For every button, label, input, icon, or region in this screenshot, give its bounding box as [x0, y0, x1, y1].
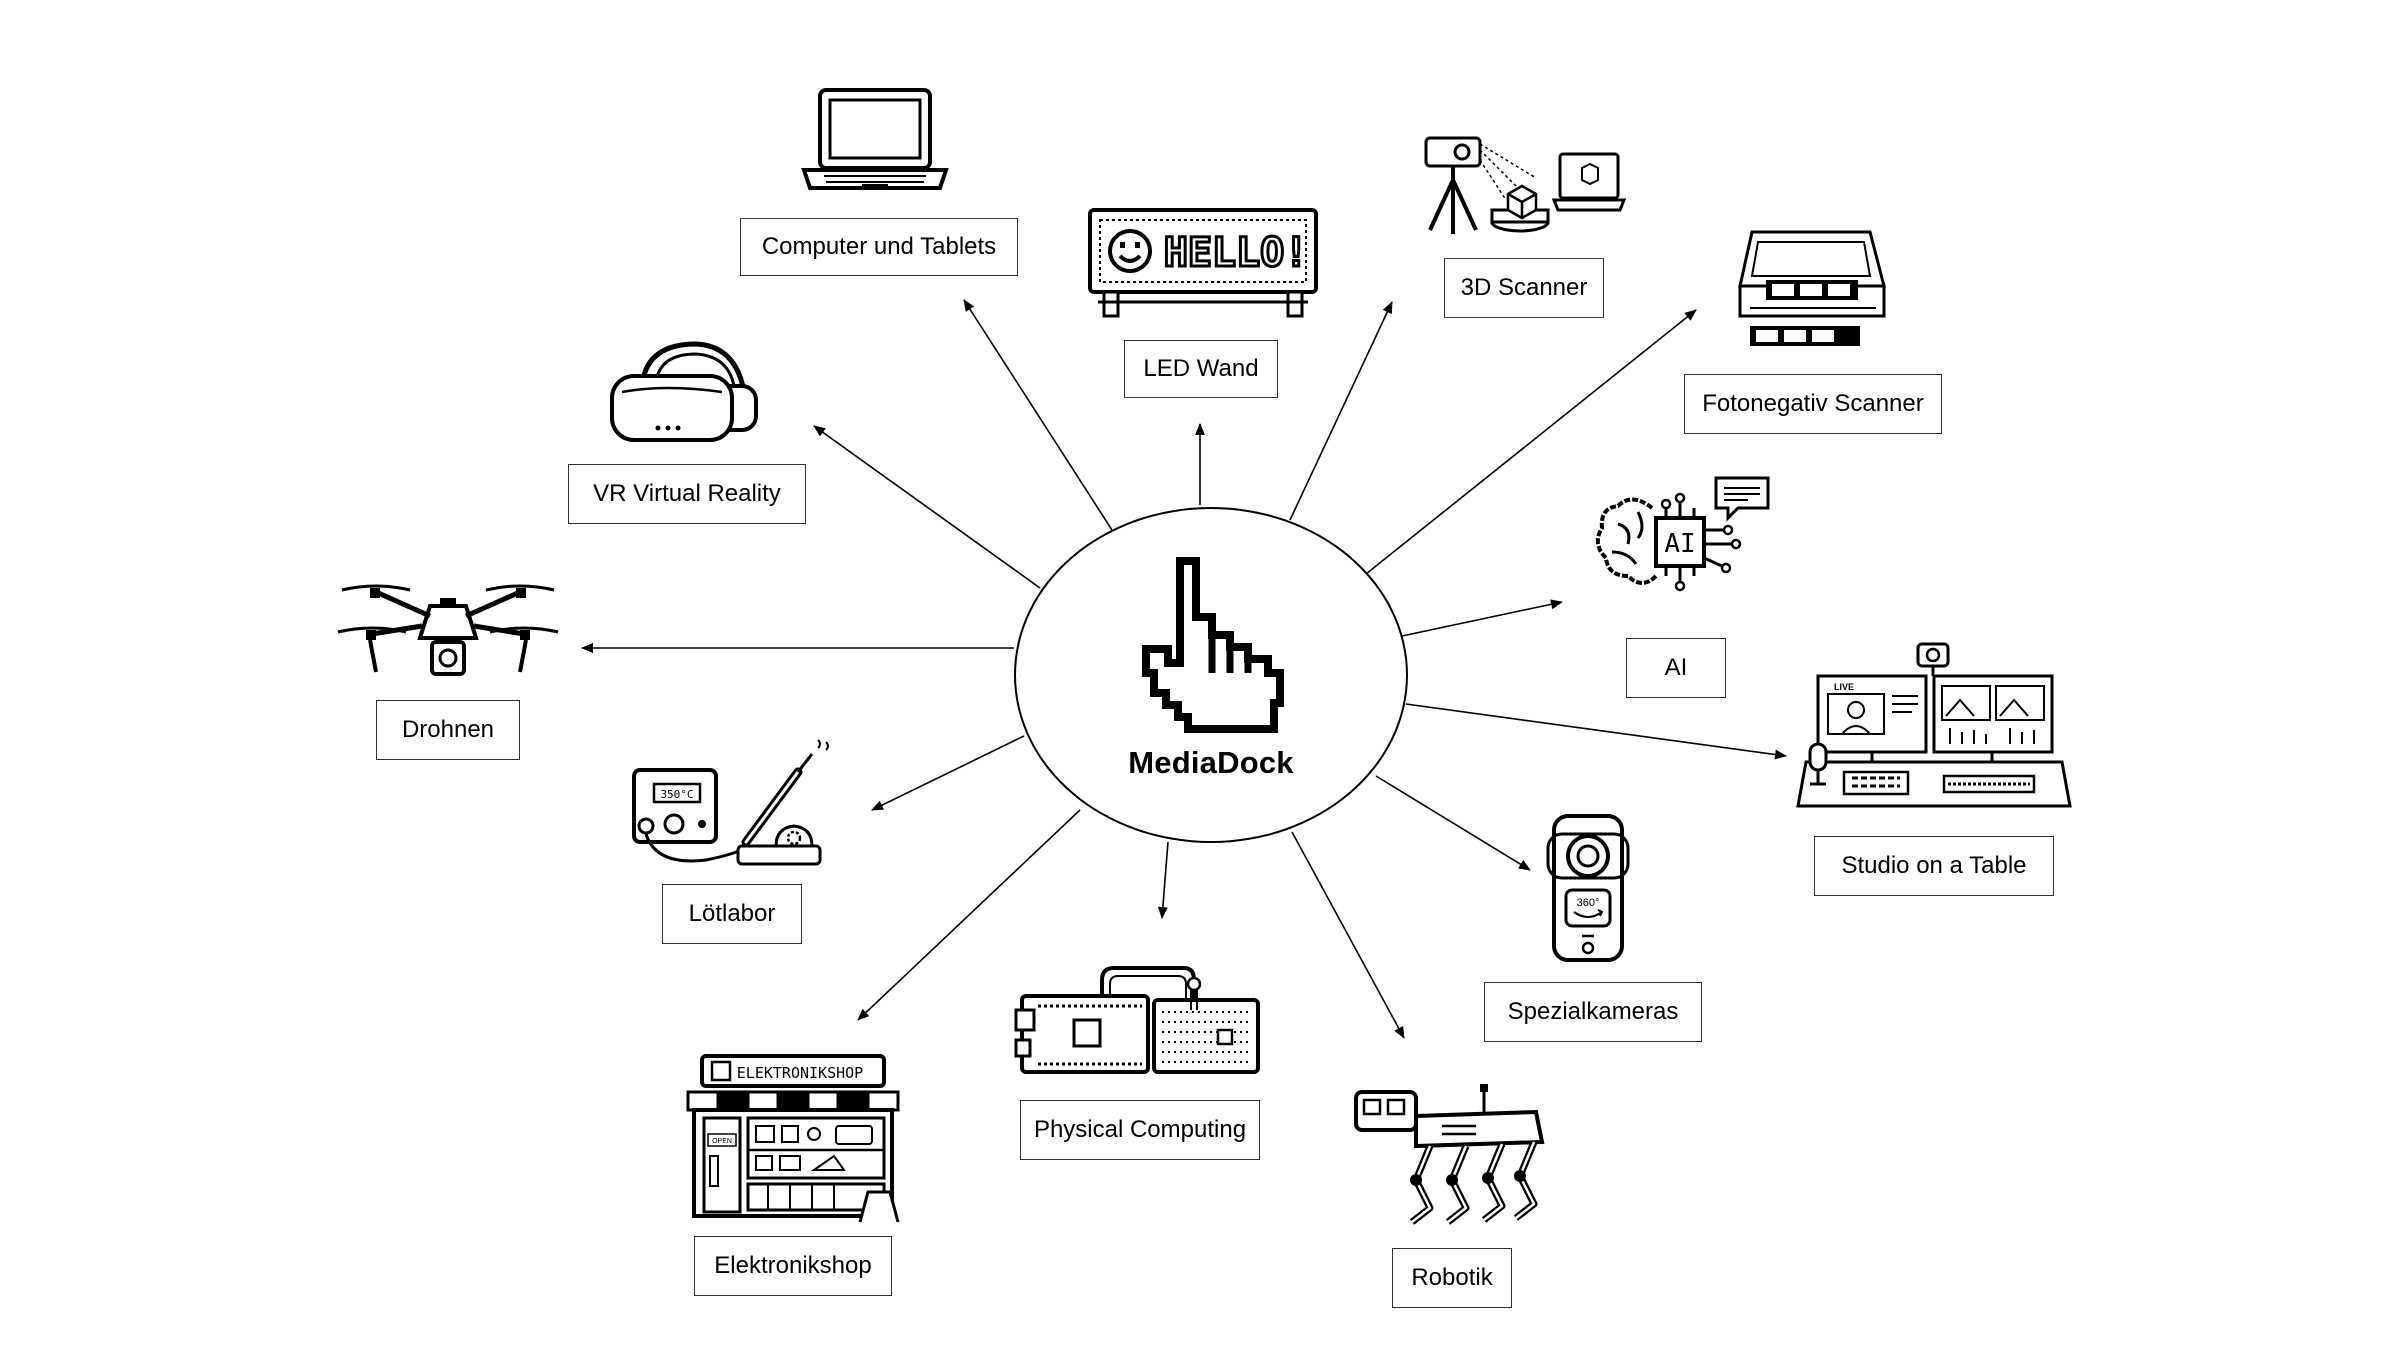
node-label-robotik: Robotik [1392, 1248, 1512, 1308]
microcontroller-breadboard-icon [1014, 960, 1264, 1080]
node-label-loetlabor: Lötlabor [662, 884, 802, 944]
solder-temp-text: 350°C [660, 788, 693, 801]
electronics-shop-icon: ELEKTRONIKSHOP OPEN [684, 1052, 902, 1224]
node-label-fotonegativ-scanner: Fotonegativ Scanner [1684, 374, 1942, 434]
arrow-to-vr [813, 425, 1041, 589]
led-display-text: HELLO! [1164, 230, 1309, 276]
node-label-studio-on-a-table: Studio on a Table [1814, 836, 2054, 896]
3d-scanner-icon [1410, 130, 1634, 240]
drone-icon [336, 572, 560, 688]
pointing-hand-cursor-icon [1128, 553, 1298, 748]
vr-headset-icon [606, 336, 766, 446]
arrow-to-studio [1405, 703, 1787, 760]
robot-dog-icon [1346, 1076, 1556, 1228]
laptop-icon [800, 84, 950, 204]
node-label-spezialkameras: Spezialkameras [1484, 982, 1702, 1042]
node-label-physical-computing: Physical Computing [1020, 1100, 1260, 1160]
film-scanner-icon [1736, 226, 1886, 356]
arrow-to-robotik [1291, 831, 1405, 1039]
node-label-drohnen: Drohnen [376, 700, 520, 760]
arrow-to-physical [1157, 841, 1169, 919]
arrow-to-ai [1401, 599, 1563, 637]
arrow-to-scanner3d [1289, 301, 1393, 521]
hub-title: MediaDock [1128, 745, 1294, 780]
shop-door-text: OPEN [712, 1138, 732, 1145]
node-label-led-wand: LED Wand [1124, 340, 1278, 398]
360-camera-icon: 360° [1544, 812, 1632, 964]
node-label-ai: AI [1626, 638, 1726, 698]
arrow-to-computer [963, 299, 1113, 531]
node-label-computer-und-tablets: Computer und Tablets [740, 218, 1018, 276]
arrow-to-shop [857, 809, 1081, 1021]
studio-desk-icon: LIVE [1796, 636, 2072, 818]
studio-live-text: LIVE [1834, 682, 1854, 692]
led-wall-icon: HELLO! [1084, 204, 1324, 326]
arrow-to-loet [871, 735, 1025, 811]
arrow-to-spezial [1375, 775, 1531, 871]
node-label-3d-scanner: 3D Scanner [1444, 258, 1604, 318]
node-label-vr-virtual-reality: VR Virtual Reality [568, 464, 806, 524]
shop-sign-text: ELEKTRONIKSHOP [737, 1064, 863, 1082]
node-label-elektronikshop: Elektronikshop [694, 1236, 892, 1296]
soldering-station-icon: 350°C [626, 739, 832, 872]
hub-circle: MediaDock [1014, 507, 1408, 843]
camera-360-badge: 360° [1577, 897, 1600, 909]
arrow-to-negativ [1365, 309, 1697, 575]
ai-chip-text: AI [1664, 529, 1695, 559]
ai-brain-icon: AI [1592, 472, 1776, 592]
